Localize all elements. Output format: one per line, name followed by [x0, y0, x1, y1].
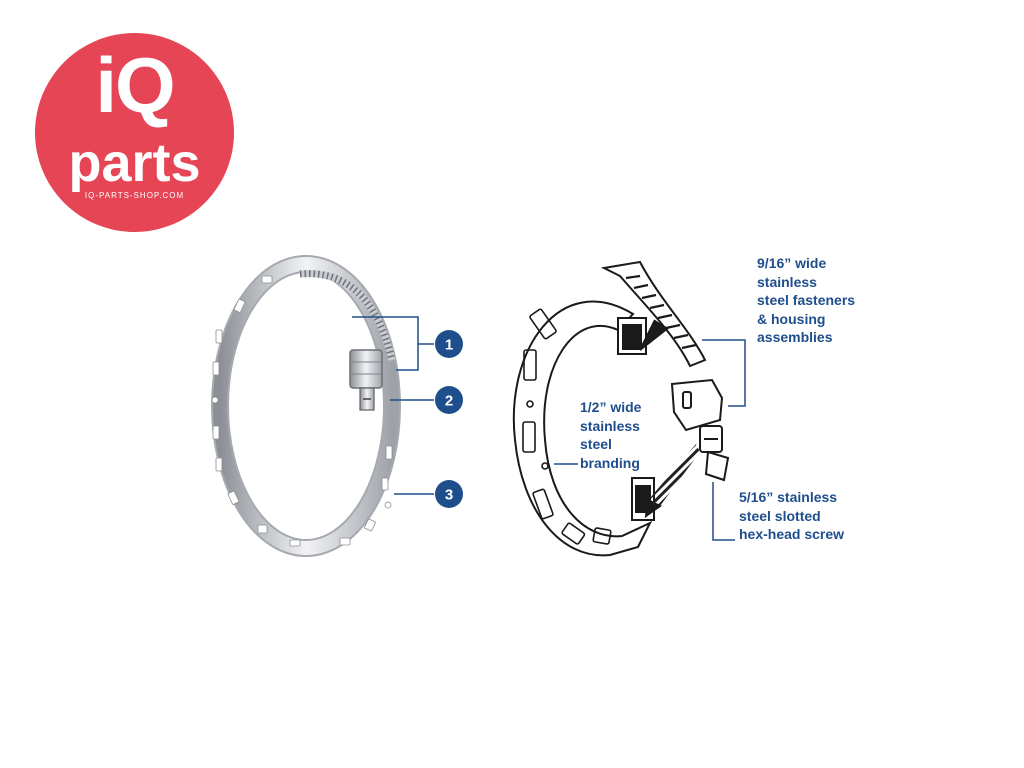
- photo-leader-lines: [352, 316, 434, 495]
- logo-iq-text: iQ: [95, 41, 175, 129]
- fasteners-callout: 9/16” wide stainless steel fasteners & h…: [757, 255, 856, 345]
- marker-3: 3: [435, 480, 463, 508]
- clamp-line-drawing: [512, 260, 730, 557]
- marker-2: 2: [435, 386, 463, 414]
- svg-text:2: 2: [445, 393, 453, 410]
- logo-url-text: IQ-PARTS-SHOP.COM: [84, 191, 185, 200]
- logo-parts-text: parts: [68, 133, 201, 193]
- marker-1: 1: [435, 330, 463, 358]
- drawing-leader-lines: [554, 339, 746, 541]
- band-callout: 1/2” wide stainless steel branding: [580, 399, 642, 471]
- screw-callout: 5/16” stainless steel slotted hex-head s…: [739, 489, 845, 542]
- svg-text:3: 3: [445, 487, 453, 504]
- svg-text:1: 1: [445, 337, 453, 354]
- iq-parts-logo: iQ parts IQ-PARTS-SHOP.COM: [35, 33, 234, 232]
- clamp-photo: [211, 255, 401, 557]
